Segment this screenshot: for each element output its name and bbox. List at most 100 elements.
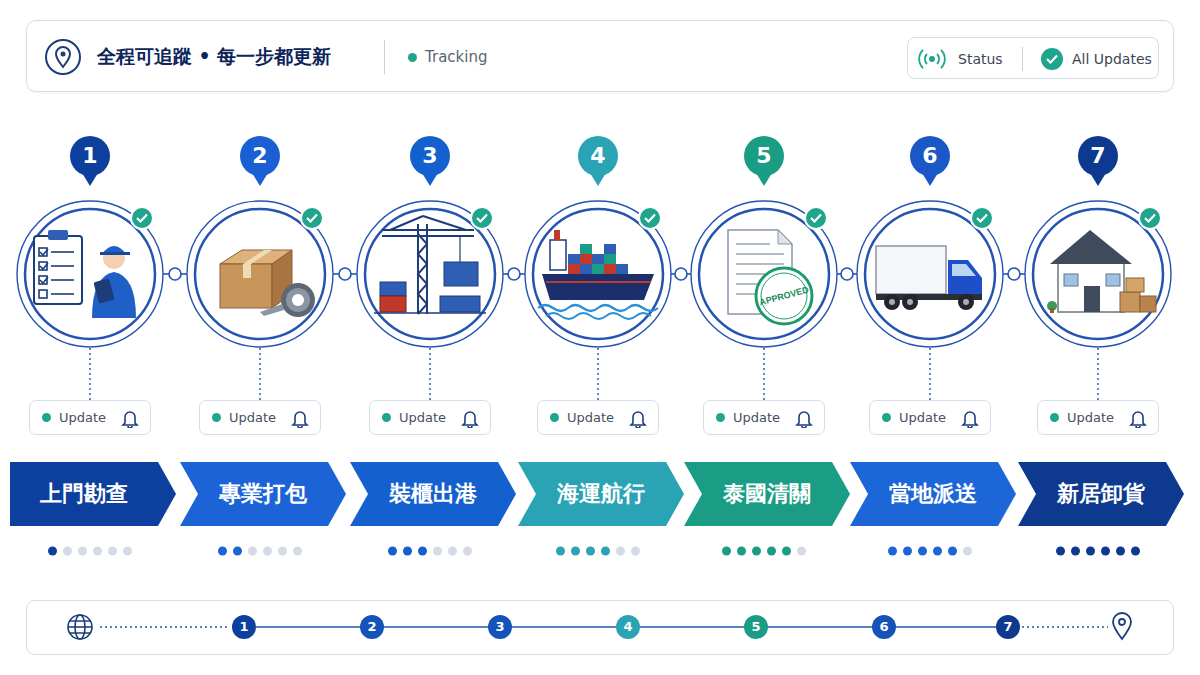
illustration-part [17, 201, 163, 347]
chev-node: 海運航行 [518, 462, 684, 526]
illustration-part [550, 240, 566, 270]
update-dot [212, 413, 221, 422]
dotted-leaders [90, 348, 1098, 400]
chev-node: 專業打包 [180, 462, 346, 526]
timeline-bar [27, 601, 1174, 655]
pin-node: 6 [910, 136, 950, 188]
illustration-part [100, 626, 230, 627]
illustration-part [48, 547, 132, 556]
illustration-part [243, 264, 251, 278]
bell-icon-svg [1128, 408, 1148, 428]
illustration-part [46, 40, 80, 74]
tl-node: 3 [488, 615, 512, 639]
illustration-part [39, 276, 47, 284]
illustration-part [259, 348, 260, 400]
illustration-part [301, 207, 323, 229]
illustration-part [744, 136, 784, 176]
step-number: 6 [910, 136, 950, 176]
illustration-part [1064, 274, 1078, 286]
signal-icon-svg [918, 45, 946, 73]
illustration-part [417, 224, 419, 314]
illustration-part [220, 264, 272, 308]
tl-node: 4 [616, 615, 640, 639]
illustration-part [805, 207, 827, 229]
step-number: 4 [578, 136, 618, 176]
illustration-part [933, 547, 942, 556]
illustration-part [1101, 547, 1110, 556]
bell-icon-svg [120, 408, 140, 428]
illustration-part [68, 615, 92, 639]
illustration-part [339, 268, 351, 280]
illustration-part [971, 207, 993, 229]
illustration-part [971, 207, 993, 229]
illustration-part [243, 250, 272, 264]
illustration-part [1050, 308, 1054, 313]
illustration-part [448, 547, 457, 556]
timeline-connector [768, 626, 872, 628]
illustration-part [357, 201, 503, 347]
illustration-part [93, 278, 114, 303]
illustration-part [131, 207, 153, 229]
illustration-part [34, 236, 82, 304]
illustration-part [169, 268, 181, 280]
illustration-part [722, 547, 731, 556]
illustration-part [699, 209, 829, 339]
illustration-part [40, 249, 48, 255]
illustration-part [131, 207, 153, 229]
illustration-part [374, 312, 486, 314]
illustration-part [963, 412, 977, 425]
tl-node: 2 [360, 615, 384, 639]
illustration-part [778, 230, 792, 244]
illustration-part [963, 299, 969, 305]
bell-icon [960, 408, 980, 428]
step-title: 裝櫃出港 [368, 462, 498, 526]
illustration-part [68, 615, 92, 639]
illustration-part [1058, 262, 1124, 312]
illustration-part [25, 209, 155, 339]
illustration-part [556, 547, 565, 556]
illustration-part [187, 201, 333, 347]
illustration-part [444, 262, 478, 286]
timeline-number: 2 [360, 615, 384, 639]
illustration-part [546, 313, 651, 319]
illustration-part [737, 547, 746, 556]
illustration-part [1071, 547, 1080, 556]
update-label: Update [733, 401, 780, 434]
illustration-part [195, 209, 325, 339]
illustration-part [919, 50, 945, 68]
illustration-part [1106, 274, 1120, 286]
illustration-part [463, 412, 477, 425]
timeline-connector [384, 626, 488, 628]
illustration-part [440, 296, 480, 312]
step-title: 新居卸貨 [1036, 462, 1166, 526]
update-dot [42, 413, 51, 422]
pin-node: 4 [578, 136, 618, 188]
illustration-part [902, 294, 918, 310]
step-number: 3 [410, 136, 450, 176]
illustration-part [298, 426, 302, 428]
illustration-part [357, 201, 503, 347]
illustration-part [281, 283, 315, 317]
bell-icon [460, 408, 480, 428]
truck-illustration [876, 246, 982, 310]
pin-node: 3 [410, 136, 450, 188]
bell-icon [1128, 408, 1148, 428]
update-label: Update [399, 401, 446, 434]
illustration-part [418, 234, 427, 314]
tl-node: 7 [996, 615, 1020, 639]
illustration-part [40, 277, 48, 283]
illustration-part [1025, 201, 1171, 347]
illustration-part [601, 547, 610, 556]
illustration-part [977, 215, 987, 222]
illustration-part [108, 547, 117, 556]
illustration-part [263, 547, 272, 556]
update-dot [716, 413, 725, 422]
step-circles [17, 201, 1171, 347]
house-illustration [1047, 230, 1156, 313]
update-dot [550, 413, 559, 422]
illustration-part [929, 348, 930, 400]
timeline-number: 3 [488, 615, 512, 639]
illustration-part [604, 254, 616, 264]
pin-node: 2 [240, 136, 280, 188]
illustration-part [218, 547, 227, 556]
